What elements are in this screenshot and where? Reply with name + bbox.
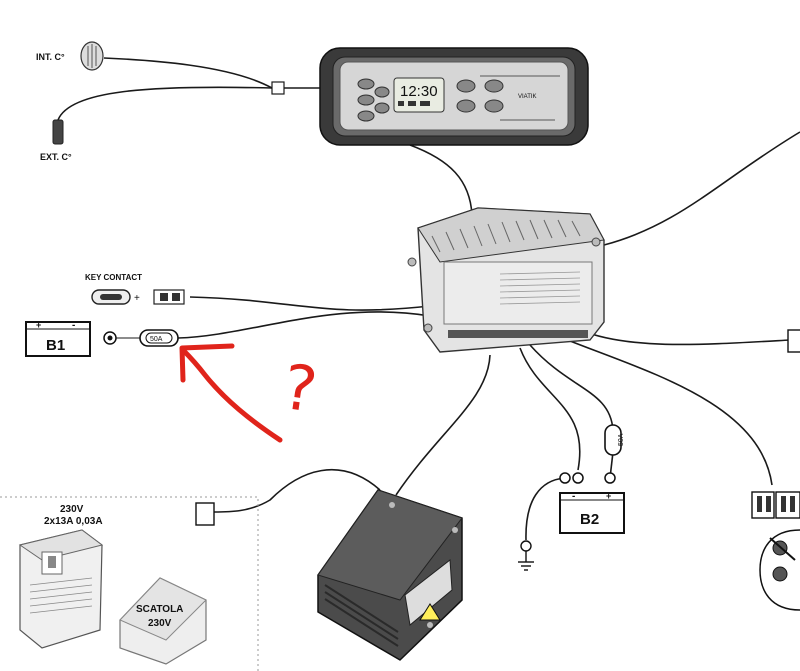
panel-button[interactable] [484, 99, 504, 113]
battery-b2-fuse [604, 424, 622, 456]
junction-box-label-line2: 230V [148, 618, 172, 629]
mains-spec-line1: 230V [60, 504, 84, 515]
control-module [407, 207, 605, 353]
mains-spec-line2: 2x13A 0,03A [44, 516, 103, 527]
wire-charger-plug [213, 468, 381, 513]
control-panel: 12:30 VIATIK [319, 47, 589, 146]
wire-ext-sensor [57, 86, 273, 121]
red-question-mark: ? [279, 350, 322, 427]
ext-sensor [52, 119, 64, 145]
red-arrow-head [179, 343, 235, 383]
breaker-box [18, 529, 104, 649]
panel-clock: 12:30 [400, 83, 438, 100]
red-annotation [179, 343, 283, 443]
battery-b1-plus: + [36, 320, 41, 330]
panel-button[interactable] [456, 79, 476, 93]
wire-int-sensor [103, 57, 273, 89]
panel-button[interactable] [357, 78, 375, 90]
wire-module-top-right [603, 131, 800, 246]
battery-b1-fuse-label: 50A [150, 336, 163, 343]
wire-module-right-connector [554, 334, 773, 486]
wire-module-charger [395, 354, 491, 496]
right-socket-panel [759, 529, 800, 611]
panel-button[interactable] [374, 102, 390, 114]
key-contact-connector [153, 289, 185, 305]
wire-b1-fuse [177, 311, 431, 339]
battery-b2-fuse-label: 50A [618, 433, 625, 446]
battery-b1-fuse [139, 329, 179, 347]
panel-button[interactable] [357, 110, 375, 122]
junction-box-label-line1: SCATOLA [136, 604, 183, 615]
battery-b2-minus: - [572, 491, 575, 502]
wire-module-b2 [519, 347, 581, 471]
key-contact-label: KEY CONTACT [85, 273, 142, 282]
battery-b1-minus: - [72, 320, 75, 331]
wire-key-contact [189, 296, 431, 311]
int-sensor [80, 41, 104, 71]
battery-b2-label: B2 [580, 511, 599, 528]
battery-b2 [559, 492, 625, 534]
ground-symbol [518, 540, 534, 571]
int-sensor-label: INT. C° [36, 52, 65, 62]
battery-b2-terminal [604, 472, 616, 484]
sensor-junction [271, 81, 285, 95]
wire-module-right-plug [579, 329, 791, 346]
junction-box-230v [119, 577, 207, 665]
panel-button[interactable] [456, 99, 476, 113]
battery-b1-label: B1 [46, 337, 65, 354]
panel-button[interactable] [484, 79, 504, 93]
key-contact-plus: + [134, 293, 140, 304]
battery-b2-terminal [559, 472, 571, 484]
wire-b2-ground [525, 477, 566, 541]
wire-module-b2-fuse [529, 344, 614, 431]
battery-b2-terminal [572, 472, 584, 484]
mains-dashed-border [0, 496, 259, 671]
panel-button[interactable] [357, 94, 375, 106]
mains-plug [195, 502, 215, 526]
battery-b2-plus: + [606, 491, 611, 501]
battery-charger [317, 489, 463, 661]
red-arrow [180, 347, 283, 443]
right-plug [787, 329, 800, 353]
wire-panel-module [409, 144, 473, 216]
panel-button[interactable] [374, 86, 390, 98]
ext-sensor-label: EXT. C° [40, 152, 72, 162]
right-connectors [751, 491, 800, 519]
key-contact-switch [91, 289, 131, 305]
panel-display [393, 77, 445, 113]
panel-brand: VIATIK [518, 94, 537, 100]
battery-b1 [25, 321, 91, 357]
